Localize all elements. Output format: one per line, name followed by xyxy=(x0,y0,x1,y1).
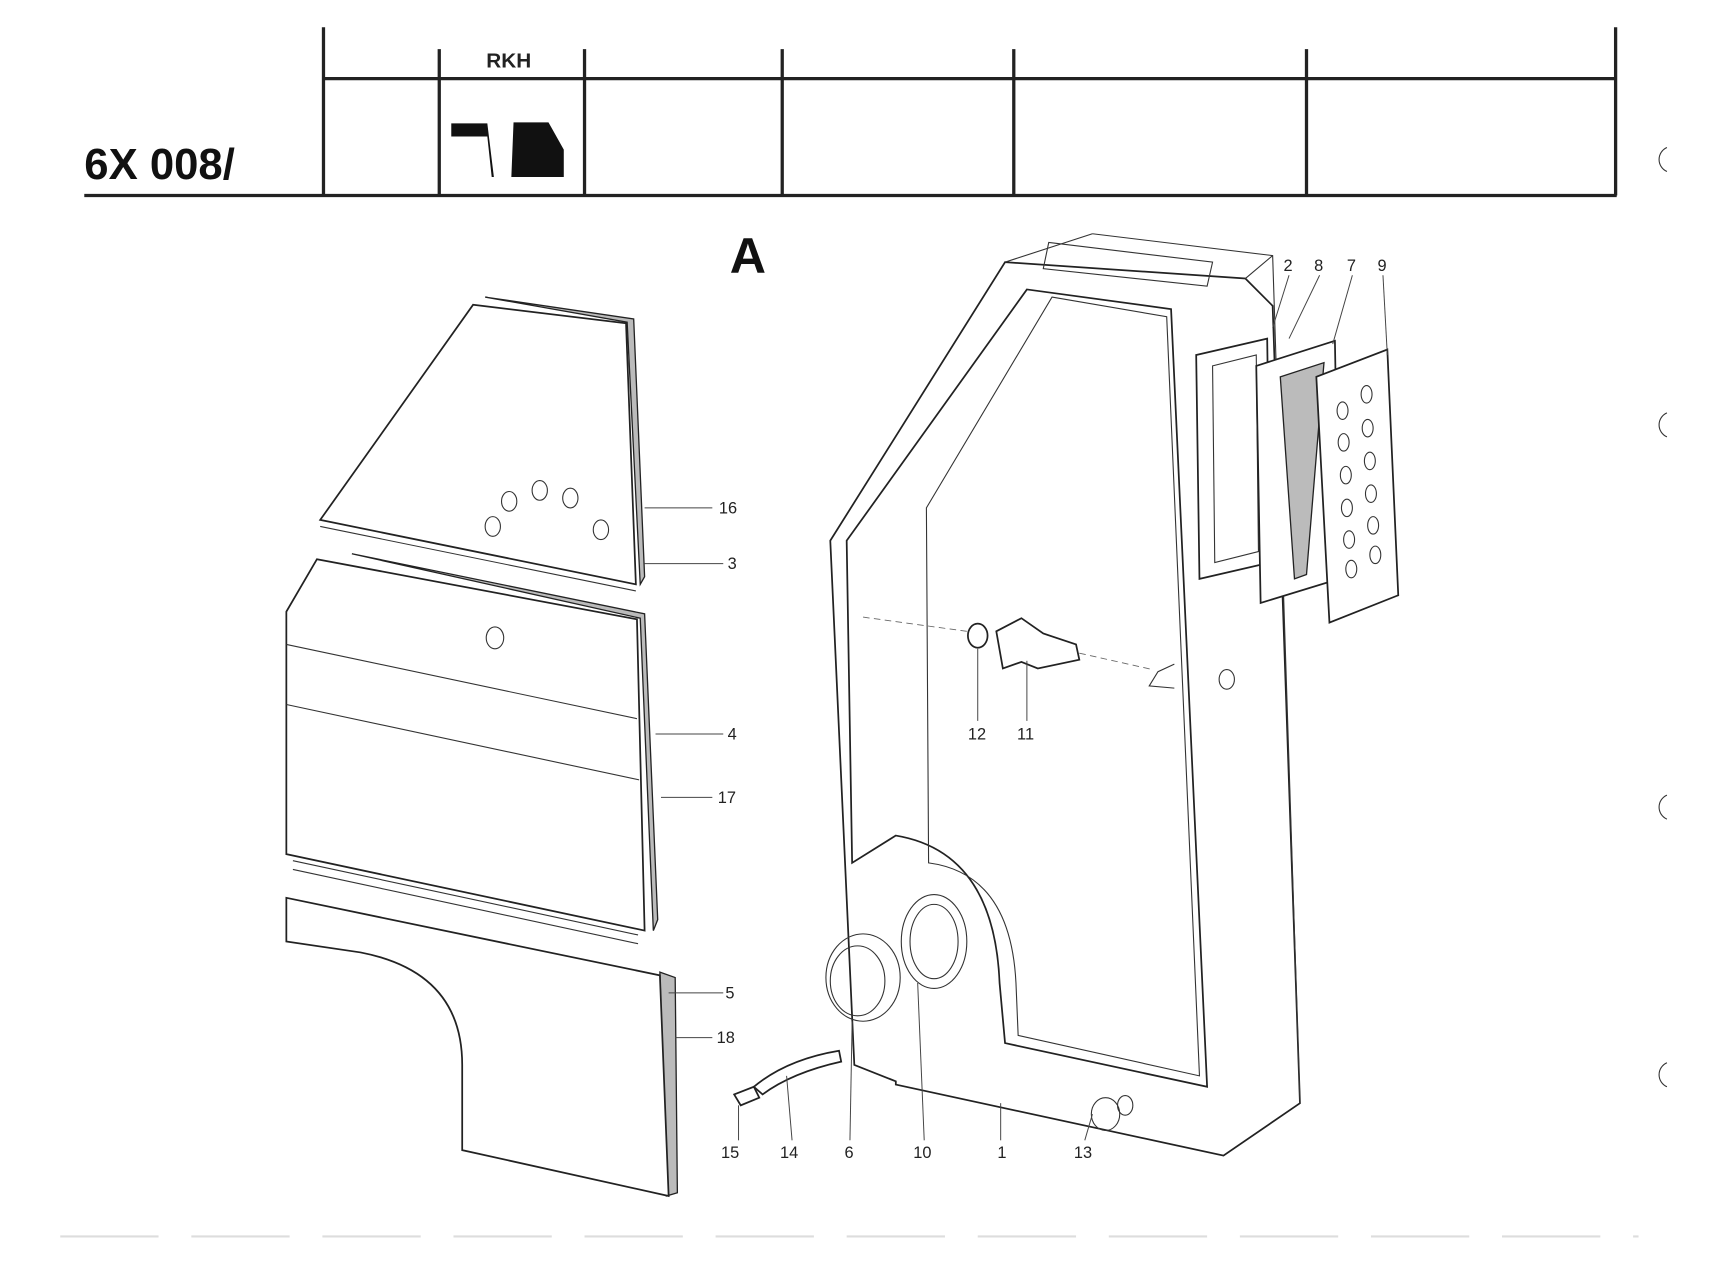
panel-edge xyxy=(320,525,636,592)
plug xyxy=(1116,1094,1134,1116)
cover-plate-9 xyxy=(1315,348,1400,624)
hose-parts xyxy=(732,1049,843,1107)
side-plates xyxy=(1195,337,1400,624)
frame-inner-flange xyxy=(925,296,1201,1077)
callout-15: 15 xyxy=(721,1144,739,1162)
panel-outline xyxy=(285,896,670,1198)
cab-symbol-icon xyxy=(451,122,564,177)
callout-12: 12 xyxy=(968,725,986,743)
panel-crease xyxy=(286,643,638,720)
frame-roof-opening xyxy=(1042,241,1214,287)
nozzle-15 xyxy=(732,1085,761,1107)
panel-crease xyxy=(286,703,640,781)
hose-14 xyxy=(752,1049,843,1096)
binder-hole-marks xyxy=(1658,146,1668,1088)
callout-1: 1 xyxy=(997,1144,1006,1162)
grommet xyxy=(1218,668,1235,690)
plug-13 xyxy=(1090,1097,1121,1132)
panel-seal xyxy=(485,296,646,587)
callout-11: 11 xyxy=(1017,725,1034,743)
callout-labels: 16 3 4 17 5 18 2 8 7 9 12 11 15 14 6 10 … xyxy=(717,257,1387,1162)
leader-lines xyxy=(644,275,1388,1141)
callout-10: 10 xyxy=(913,1144,931,1162)
binder-hole-icon xyxy=(1658,146,1668,172)
panel-outline xyxy=(285,558,646,932)
callout-6: 6 xyxy=(844,1144,853,1162)
middle-door-panel xyxy=(285,553,659,945)
frame-top-edge xyxy=(1004,233,1273,279)
callout-9: 9 xyxy=(1377,257,1386,275)
callout-14: 14 xyxy=(780,1144,798,1162)
seal-ring-12 xyxy=(967,622,989,649)
binder-hole-icon xyxy=(1658,794,1668,820)
binder-hole-icon xyxy=(1658,1062,1668,1088)
lower-panel xyxy=(285,896,679,1198)
upper-window-panel xyxy=(318,296,646,592)
callout-4: 4 xyxy=(728,725,737,743)
document-code: 6X 008/ xyxy=(84,140,235,189)
callout-7: 7 xyxy=(1347,257,1356,275)
callout-16: 16 xyxy=(719,499,737,517)
panel-rail xyxy=(292,860,639,945)
callout-18: 18 xyxy=(717,1029,735,1047)
callout-2: 2 xyxy=(1284,257,1293,275)
panel-outline xyxy=(318,303,637,586)
assembly-line xyxy=(862,616,967,632)
hinge-bracket-11 xyxy=(995,617,1081,670)
frame-outline xyxy=(829,261,1301,1157)
callout-3: 3 xyxy=(728,555,737,573)
latch-striker xyxy=(1148,663,1175,689)
panel-hole xyxy=(485,626,505,650)
column-label-rkh: RKH xyxy=(486,50,531,73)
title-block: 6X 008/ RKH xyxy=(84,27,1618,198)
assembly-line xyxy=(1079,652,1153,670)
gasket-8-inner xyxy=(1212,354,1259,564)
seal-7 xyxy=(1279,361,1325,580)
binder-hole-icon xyxy=(1658,412,1668,438)
frame-inner-opening xyxy=(845,288,1209,1088)
cab-frame-assembly xyxy=(825,233,1301,1157)
callout-13: 13 xyxy=(1074,1144,1092,1162)
view-label: A xyxy=(730,228,766,284)
callout-8: 8 xyxy=(1314,257,1323,275)
panel-seal xyxy=(351,553,659,931)
outlet-bell xyxy=(825,893,968,1022)
hinge-parts xyxy=(862,616,1153,670)
callout-5: 5 xyxy=(725,984,734,1002)
callout-17: 17 xyxy=(718,789,736,807)
